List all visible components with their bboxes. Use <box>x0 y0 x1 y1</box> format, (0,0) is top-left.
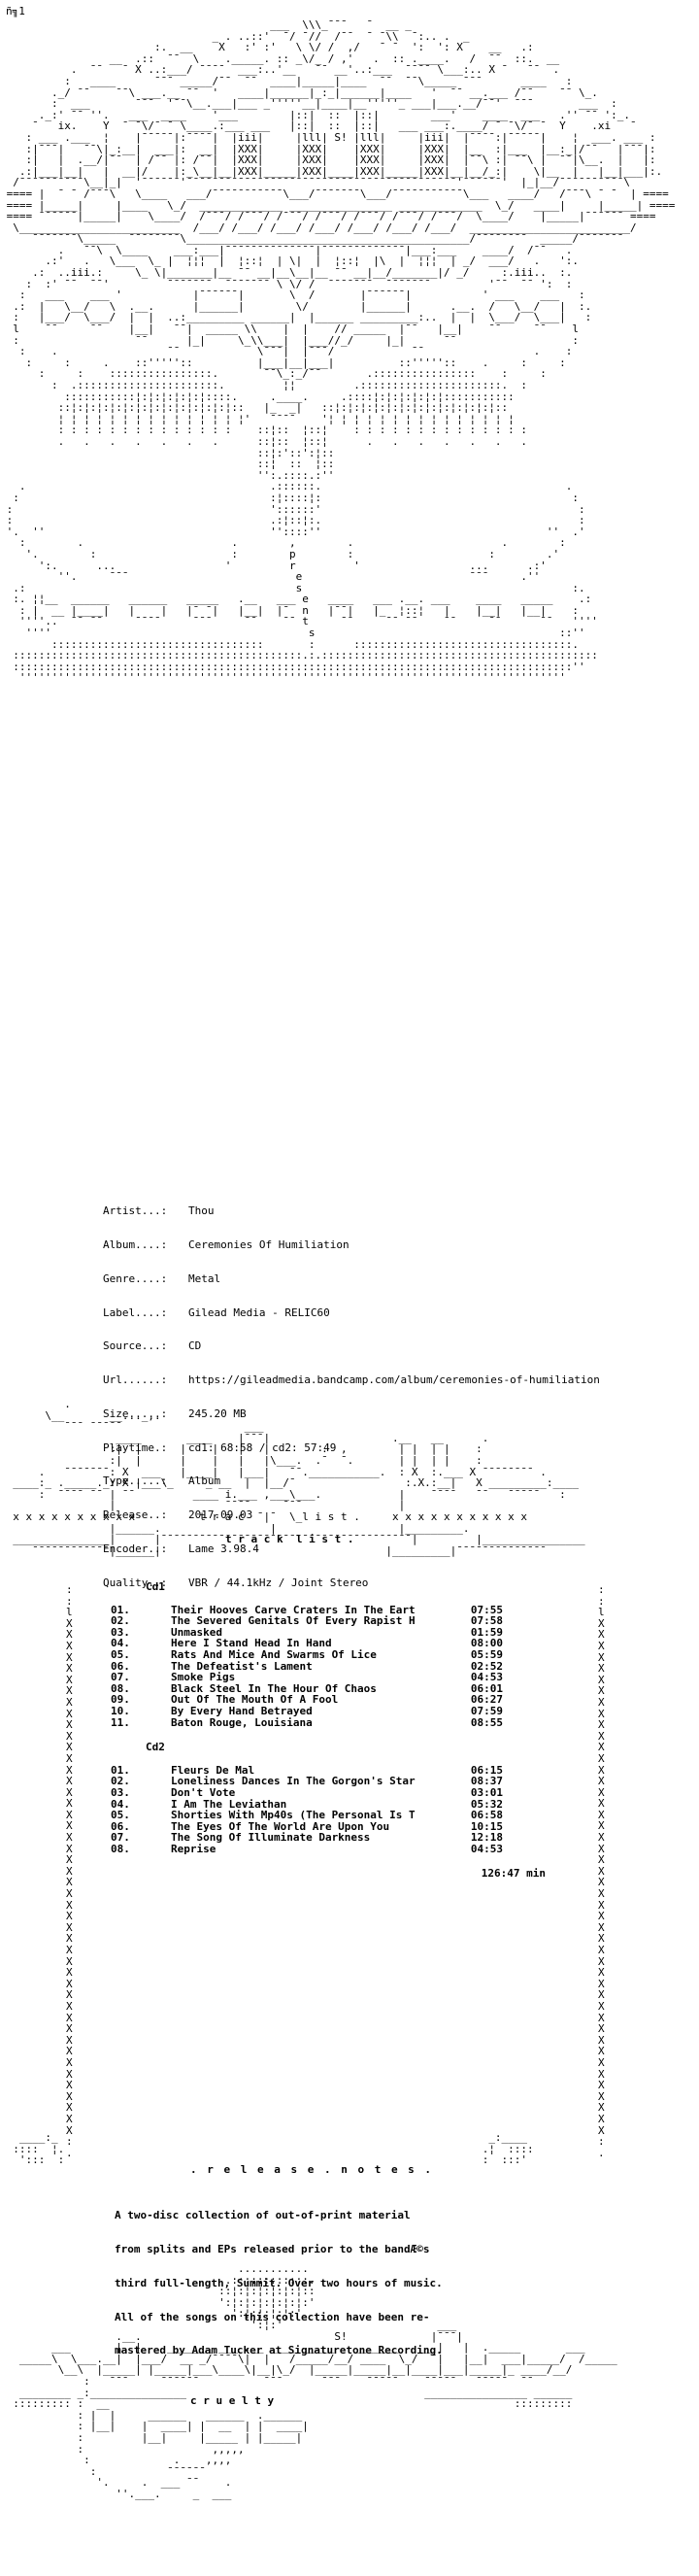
total-playtime: 126:47 min <box>481 1867 546 1881</box>
notes-divider-art: ____:_ _:____ :::: ¦. .¦ :::: '::: : <box>13 2132 534 2167</box>
tracklist-frame: : : l X X X X X X X X X X X X X X X X X … <box>52 1574 625 2158</box>
footer-word: c r u e l t y <box>190 2394 275 2407</box>
right-rail-art: : : l X X X X X X X X X X X X X X X X X … <box>598 1583 605 2159</box>
info-url: Url......:https://gileadmedia.bandcamp.c… <box>103 1373 600 1387</box>
info-release: Release..:2017.09.03 <box>103 1508 253 1522</box>
info-playtime: Playtime.:cd1: 68:58 / cd2: 57:49 <box>103 1441 337 1454</box>
info-source: Source...:CD <box>103 1339 202 1353</box>
track-row: 02.The Severed Genitals Of Every Rapist … <box>111 1614 503 1628</box>
tracklist-header-art: . \__ __..._,. ¯¯¯ ¯¯¯¯¯ ___ ____ ____ |… <box>13 1399 585 1557</box>
track-row: 01.Their Hooves Carve Craters In The Ear… <box>111 1603 503 1616</box>
left-rail-art: : : l X X X X X X X X X X X X X X X X X … <box>66 1583 73 2159</box>
release-notes: A two-disc collection of out-of-print ma… <box>115 2209 443 2357</box>
footer-ascii-art: ........... .::::::::::::. ::¦:¦:¦:¦:¦:¦… <box>13 2263 617 2500</box>
notes-heading: . r e l e a s e . n o t e s . <box>190 2163 434 2176</box>
info-quality: Quality..:VBR / 44.1kHz / Joint Stereo <box>103 1576 369 1589</box>
info-label: Label....:Gilead Media - RELIC60 <box>103 1305 330 1319</box>
info-album: Album....:Ceremonies Of Humiliation <box>103 1237 350 1251</box>
track-row: 02.Loneliness Dances In The Gorgon's Sta… <box>111 1775 503 1788</box>
info-encoder: Encoder..:Lame 3.98.4 <box>103 1542 259 1555</box>
release-info: Artist...:Thou Album....:Ceremonies Of H… <box>103 1183 600 1600</box>
tracklist-label: t r a c k l i s t . <box>225 1533 354 1545</box>
info-genre: Genre....:Metal <box>103 1271 221 1285</box>
tracklist: Cd1 01.Their Hooves Carve Craters In The… <box>109 1579 546 1880</box>
info-size: Size.....:245.20 MB <box>103 1407 247 1420</box>
header-ascii-art: ___ \\\_¯¯¯ ¯ __ _ _ . ..::' ¯/ ¯// /¯¯ … <box>6 19 676 685</box>
info-type: Type.....:Album <box>103 1474 221 1488</box>
disc-label: Cd2 <box>146 1741 165 1754</box>
info-artist: Artist...:Thou <box>103 1204 215 1218</box>
track-row: 05.Shorties With Mp40s (The Personal Is … <box>111 1809 503 1822</box>
disc-label: Cd1 <box>146 1580 165 1593</box>
corner-tag: ñ╗1 <box>6 5 25 17</box>
